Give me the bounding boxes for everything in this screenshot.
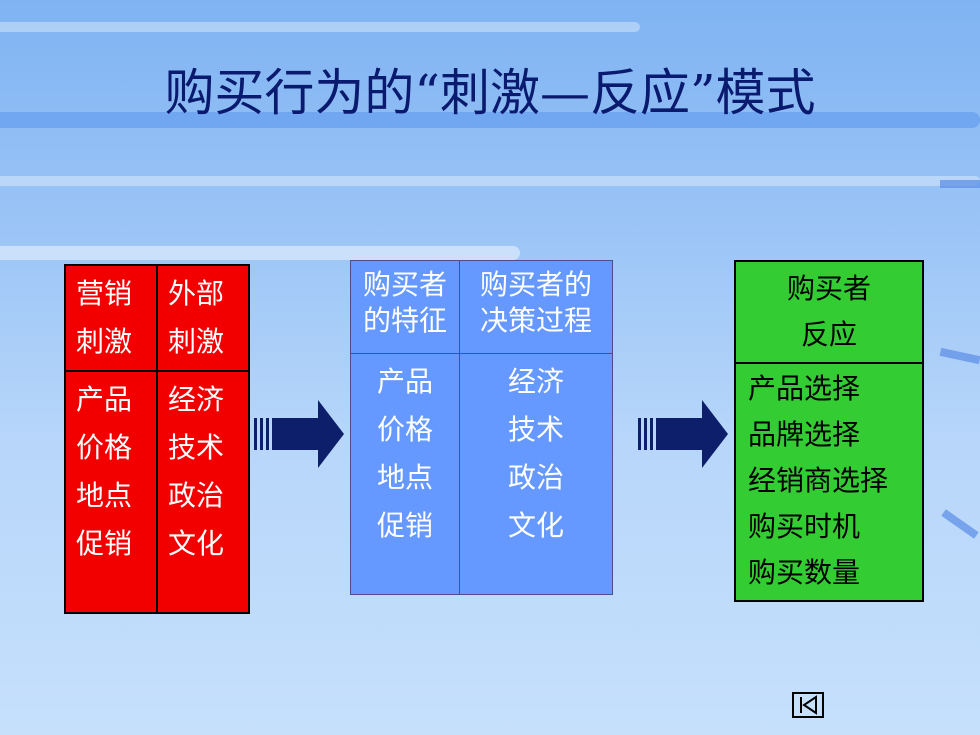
stimulus-col2-items: 经济 技术 政治 文化 [156, 370, 250, 614]
buyer-col1-header: 购买者 的特征 [350, 260, 460, 354]
list-item: 价格 [76, 431, 133, 464]
header-line: 决策过程 [479, 304, 592, 337]
list-item: 促销 [76, 527, 133, 560]
list-item: 经济 [507, 365, 564, 398]
header-line: 外部 [168, 277, 225, 310]
slide-title: 购买行为的“刺激—反应”模式 [164, 64, 816, 122]
response-items: 产品选择 品牌选择 经销商选择 购买时机 购买数量 [734, 362, 924, 602]
list-item: 经济 [168, 383, 225, 416]
list-item: 购买数量 [748, 556, 861, 589]
decor-wedge [939, 347, 980, 365]
right-arrow-icon [638, 400, 728, 468]
list-item: 产品 [376, 365, 433, 398]
stimulus-box: 营销 刺激 外部 刺激 产品 价格 地点 促销 经济 技术 政治 文化 [64, 264, 250, 614]
stimulus-col1-header: 营销 刺激 [64, 264, 158, 372]
header-line: 购买者 [362, 268, 447, 301]
list-item: 政治 [168, 479, 225, 512]
list-item: 地点 [376, 461, 433, 494]
header-line: 营销 [76, 277, 133, 310]
buyer-blackbox: 购买者 的特征 购买者的 决策过程 产品 价格 地点 促销 经济 技术 政治 文… [350, 260, 613, 595]
decor-wedge [940, 180, 980, 188]
list-item: 文化 [507, 509, 564, 542]
skip-to-start-icon [800, 695, 817, 715]
decor-wedge [941, 509, 979, 539]
list-item: 技术 [507, 413, 564, 446]
list-item: 品牌选择 [748, 418, 861, 451]
skip-to-start-button[interactable] [792, 692, 824, 718]
buyer-col2-items: 经济 技术 政治 文化 [459, 353, 613, 595]
header-line: 刺激 [76, 325, 133, 358]
list-item: 文化 [168, 527, 225, 560]
list-item: 促销 [376, 509, 433, 542]
header-line: 反应 [800, 318, 857, 351]
decor-stripe [0, 112, 980, 128]
stimulus-col1-items: 产品 价格 地点 促销 [64, 370, 158, 614]
decor-stripe [0, 246, 520, 260]
header-line: 购买者 [786, 272, 871, 305]
list-item: 政治 [507, 461, 564, 494]
list-item: 产品选择 [748, 372, 861, 405]
list-item: 价格 [376, 413, 433, 446]
list-item: 经销商选择 [748, 464, 889, 497]
response-box: 购买者 反应 产品选择 品牌选择 经销商选择 购买时机 购买数量 [734, 260, 924, 602]
header-line: 的特征 [362, 304, 447, 337]
buyer-col2-header: 购买者的 决策过程 [459, 260, 613, 354]
decor-stripe [0, 22, 640, 32]
stimulus-col2-header: 外部 刺激 [156, 264, 250, 372]
list-item: 购买时机 [748, 510, 861, 543]
right-arrow-icon [254, 400, 344, 468]
list-item: 技术 [168, 431, 225, 464]
decor-stripe [0, 176, 980, 186]
buyer-col1-items: 产品 价格 地点 促销 [350, 353, 460, 595]
list-item: 地点 [76, 479, 133, 512]
header-line: 购买者的 [479, 268, 592, 301]
response-header: 购买者 反应 [734, 260, 924, 364]
header-line: 刺激 [168, 325, 225, 358]
list-item: 产品 [76, 383, 133, 416]
